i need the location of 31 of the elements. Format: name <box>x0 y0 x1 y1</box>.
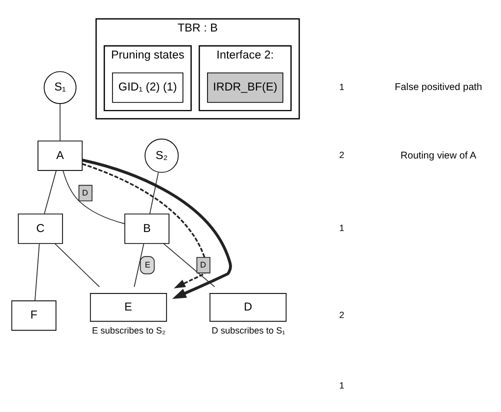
edge-label: E <box>144 260 150 270</box>
node-label: D subscribes to S₁ <box>212 324 286 335</box>
node-label: E subscribes to S₂ <box>92 324 166 335</box>
node-circle: S₁ <box>44 70 76 104</box>
label: 1 <box>339 81 344 92</box>
legend-label: False positived path <box>394 82 482 93</box>
connector <box>44 170 57 214</box>
node-box: B <box>124 213 170 244</box>
connector <box>62 170 125 224</box>
node-box: F <box>11 300 56 330</box>
node-box: A <box>38 140 83 170</box>
connector <box>134 242 144 287</box>
arrow <box>82 158 232 298</box>
edge-label: D <box>200 260 206 270</box>
label: 1 <box>339 380 344 390</box>
node-box: D <box>210 292 287 322</box>
legend-label: Routing view of A <box>400 150 476 161</box>
connector <box>163 242 216 287</box>
node-box: IRDR_BF(E) <box>207 72 284 102</box>
label: 2 <box>339 309 344 320</box>
arrow <box>82 162 208 288</box>
label: 1 <box>339 222 344 233</box>
node-box: E <box>90 292 167 322</box>
connector <box>34 242 40 301</box>
connector <box>149 171 159 214</box>
node-circle: S₂ <box>144 138 179 172</box>
connector <box>54 242 100 287</box>
node-box: GID₁ (2) (1) <box>112 72 184 102</box>
node-box: C <box>18 213 63 244</box>
edge-label: D <box>82 188 88 198</box>
label: 2 <box>339 150 344 160</box>
